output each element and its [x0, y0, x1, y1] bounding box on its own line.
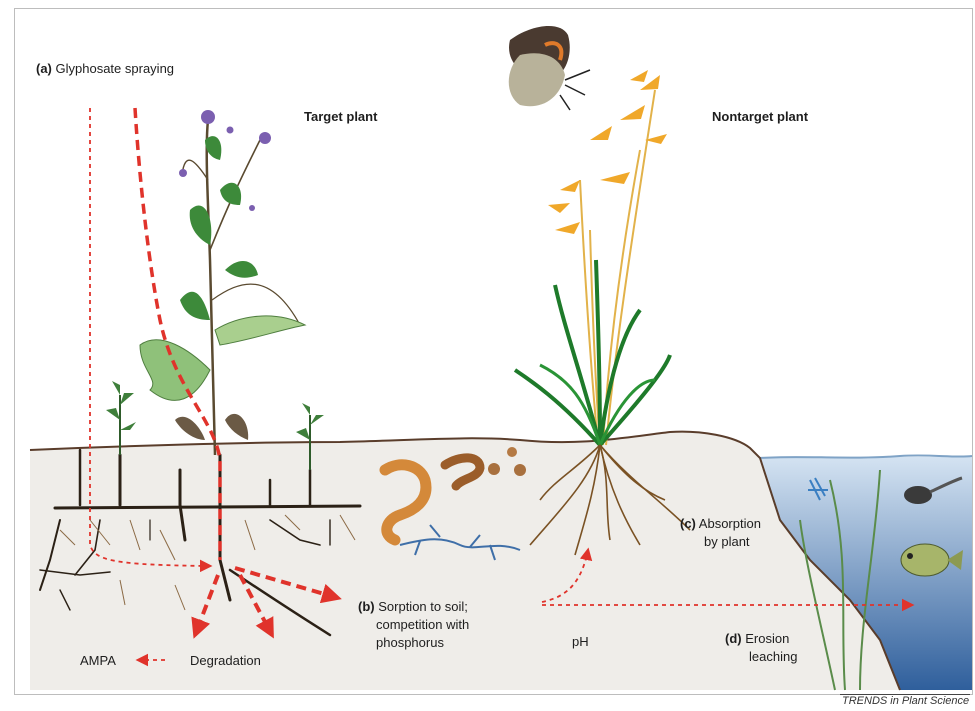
butterfly-icon — [509, 26, 590, 110]
label-sorption: (b) Sorption to soil; competition with p… — [358, 598, 469, 652]
label-b-line2: competition with — [358, 617, 469, 632]
label-d-line1: Erosion — [745, 631, 789, 646]
label-glyphosate-spraying: (a) Glyphosate spraying — [36, 60, 174, 77]
label-ampa: AMPA — [80, 652, 116, 669]
label-erosion: (d) Erosion leaching — [725, 630, 797, 666]
credit-text: TRENDS in Plant Science — [842, 695, 969, 707]
label-a-text: Glyphosate spraying — [56, 61, 175, 76]
seedling-left — [106, 381, 136, 455]
label-absorption: (c) Absorption by plant — [680, 515, 761, 551]
label-a-tag: (a) — [36, 61, 52, 76]
label-target-plant: Target plant — [304, 108, 377, 125]
label-b-line1: Sorption to soil; — [378, 599, 468, 614]
label-c-line1: Absorption — [699, 516, 761, 531]
label-degradation: Degradation — [190, 652, 261, 669]
label-ph: pH — [572, 633, 589, 650]
label-d-line2: leaching — [725, 649, 797, 664]
label-b-line3: phosphorus — [358, 635, 444, 650]
label-c-tag: (c) — [680, 516, 696, 531]
label-d-tag: (d) — [725, 631, 742, 646]
label-b-tag: (b) — [358, 599, 375, 614]
thistle-icon — [140, 110, 305, 455]
label-nontarget-plant: Nontarget plant — [712, 108, 808, 125]
label-c-line2: by plant — [680, 534, 750, 549]
grass-plant-icon — [515, 70, 670, 445]
